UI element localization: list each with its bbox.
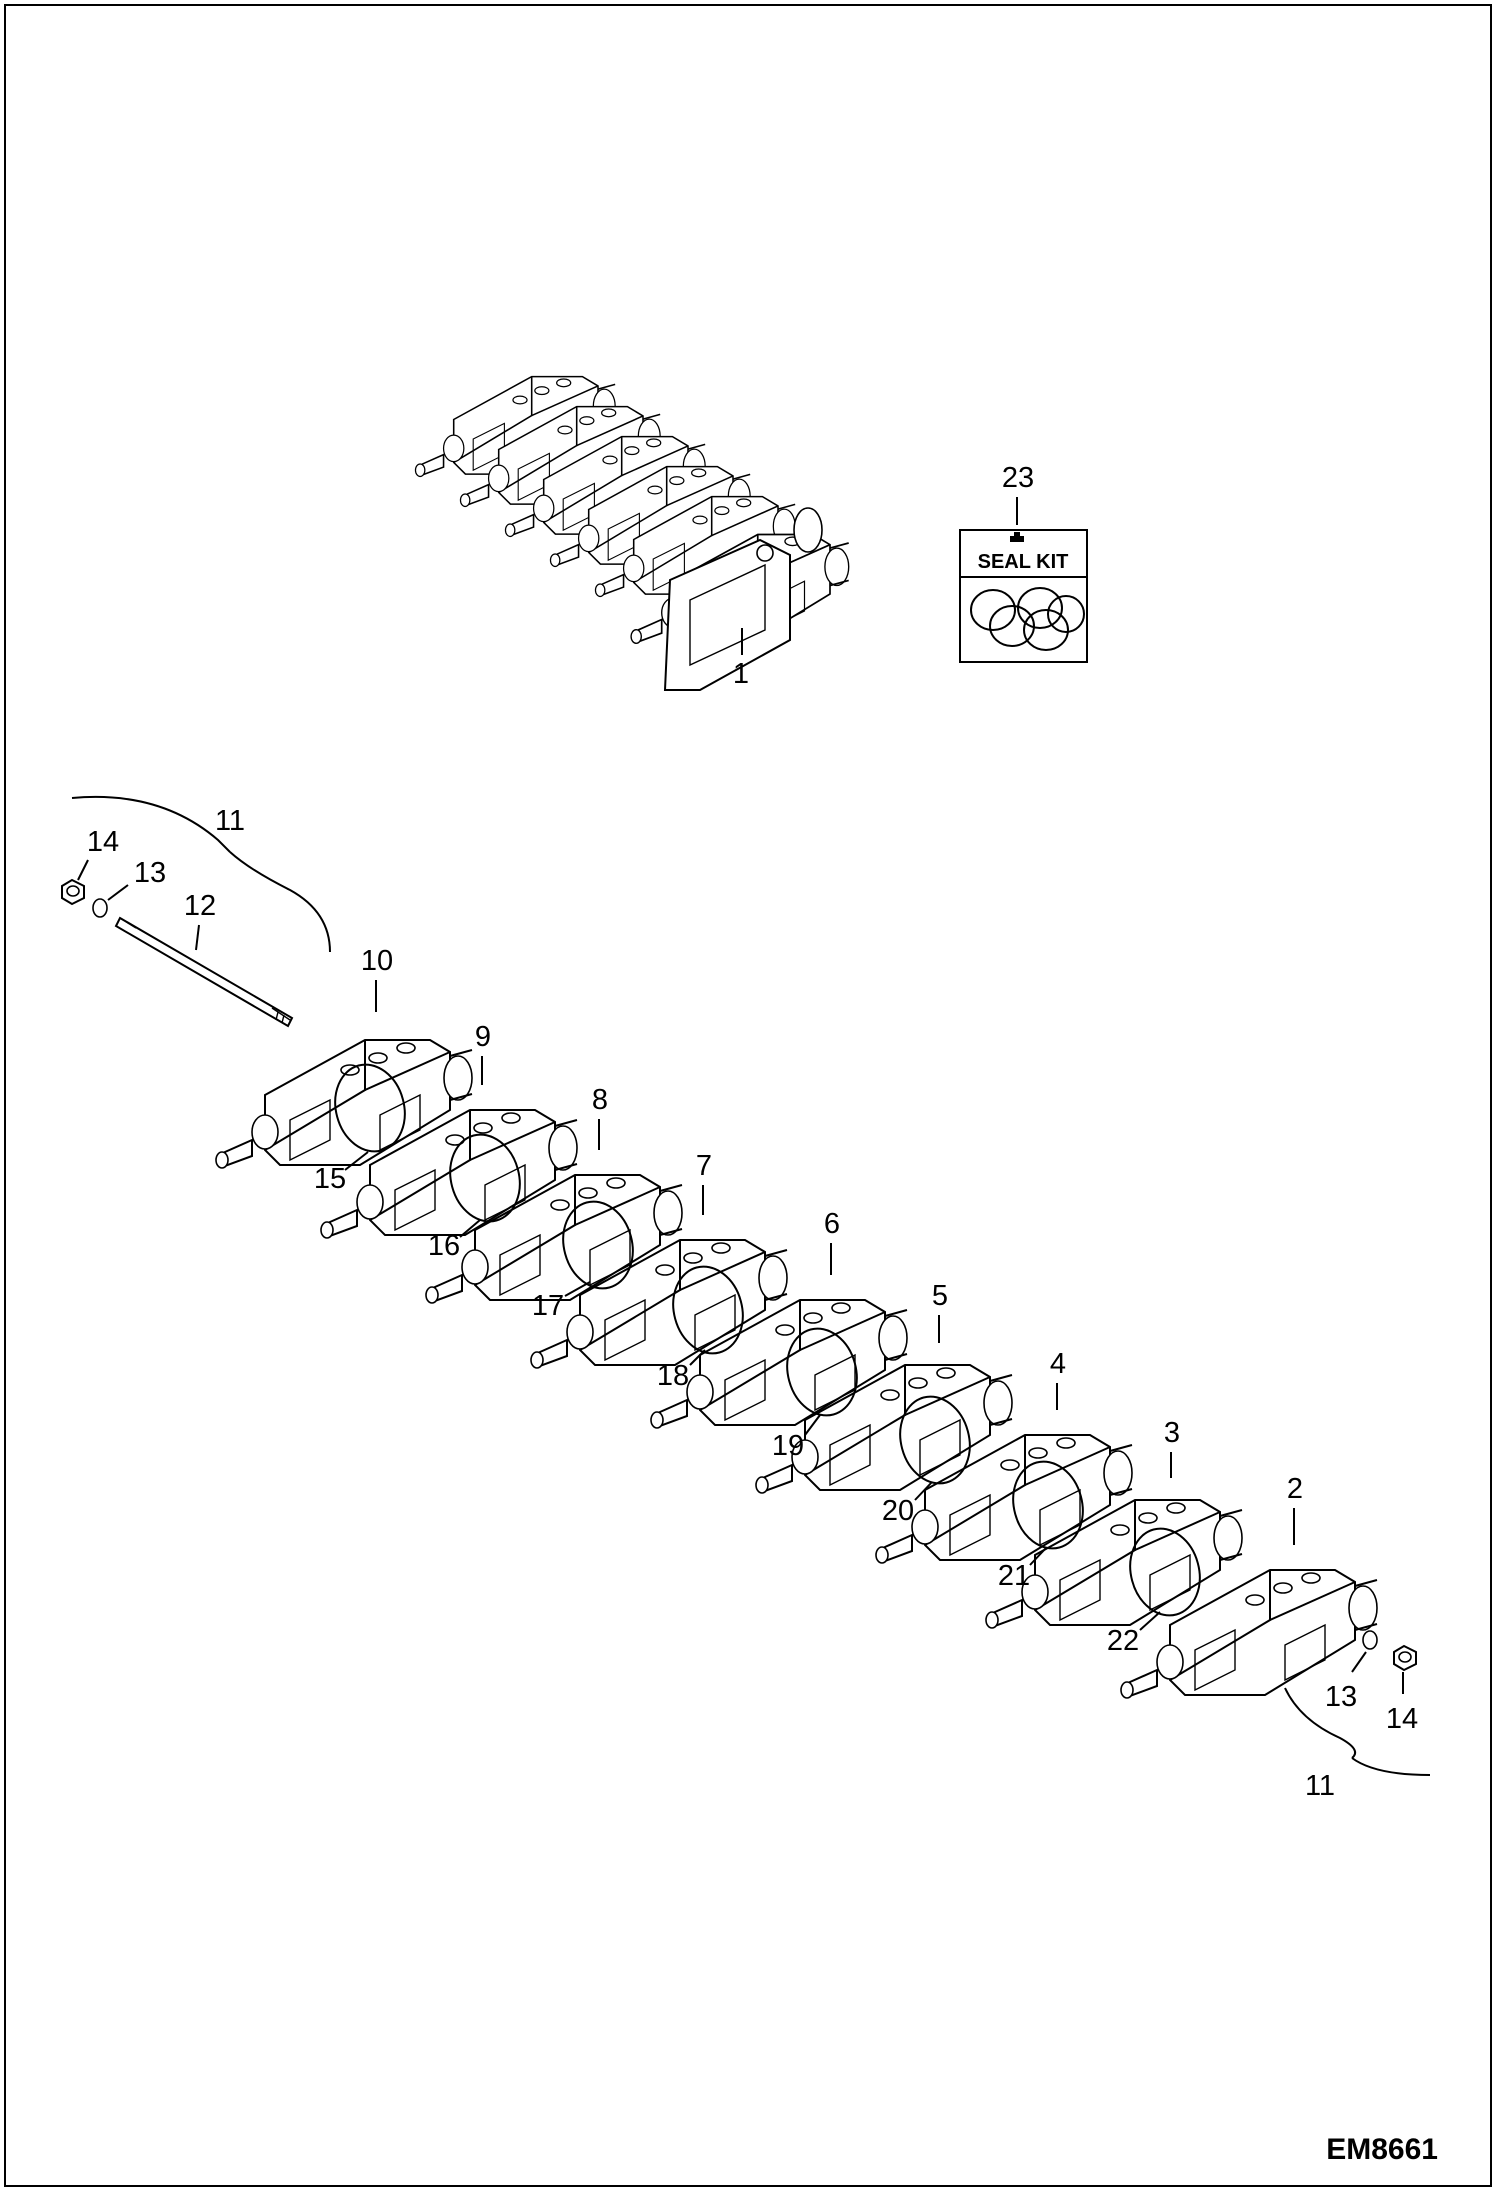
bracket-11-left-b bbox=[229, 851, 331, 953]
callout-4: 4 bbox=[1050, 1348, 1066, 1380]
callout-13-left: 13 bbox=[134, 857, 166, 889]
callout-11-right: 11 bbox=[1305, 1770, 1335, 1802]
washer-left bbox=[92, 898, 108, 918]
callout-10: 10 bbox=[361, 945, 393, 977]
bracket-11-right-b bbox=[1351, 1757, 1431, 1776]
callout-22: 22 bbox=[1107, 1625, 1139, 1657]
callout-5: 5 bbox=[932, 1280, 948, 1312]
bracket-11-right bbox=[1284, 1687, 1356, 1759]
assembled-valve-figure bbox=[414, 375, 850, 691]
callout-20: 20 bbox=[882, 1495, 914, 1527]
callout-11-left: 11 bbox=[215, 805, 245, 837]
leader-19 bbox=[804, 1414, 821, 1436]
callout-7: 7 bbox=[696, 1150, 712, 1182]
leader-18 bbox=[689, 1349, 706, 1366]
leader-16 bbox=[459, 1219, 481, 1238]
callout-19: 19 bbox=[772, 1430, 804, 1462]
callout-1: 1 bbox=[733, 658, 749, 690]
leader-21 bbox=[1029, 1547, 1047, 1566]
callout-18: 18 bbox=[657, 1360, 689, 1392]
nut-right bbox=[1393, 1644, 1417, 1672]
callout-15: 15 bbox=[314, 1163, 346, 1195]
callout-16: 16 bbox=[428, 1230, 460, 1262]
nut-left bbox=[61, 878, 85, 906]
callout-14-left: 14 bbox=[87, 826, 119, 858]
callout-23: 23 bbox=[1002, 462, 1034, 494]
bracket-11-left bbox=[71, 795, 231, 853]
leader-12 bbox=[195, 924, 200, 951]
tie-rod bbox=[114, 916, 294, 1028]
drawing-code: EM8661 bbox=[1326, 2133, 1438, 2166]
seal-kit-label: SEAL KIT bbox=[978, 551, 1069, 573]
callout-6: 6 bbox=[824, 1208, 840, 1240]
leader-13-right bbox=[1351, 1651, 1367, 1673]
leader-15 bbox=[344, 1151, 369, 1171]
callout-17: 17 bbox=[532, 1290, 564, 1322]
callout-3: 3 bbox=[1164, 1417, 1180, 1449]
leader-13-left bbox=[107, 884, 129, 901]
leader-22 bbox=[1139, 1611, 1161, 1631]
callout-14-right: 14 bbox=[1386, 1703, 1418, 1735]
callout-21: 21 bbox=[998, 1560, 1030, 1592]
callout-2: 2 bbox=[1287, 1473, 1303, 1505]
washer-right bbox=[1362, 1630, 1378, 1650]
callout-12: 12 bbox=[184, 890, 216, 922]
leader-20 bbox=[914, 1481, 933, 1501]
callout-8: 8 bbox=[592, 1084, 608, 1116]
leader-17 bbox=[564, 1281, 591, 1297]
callout-9: 9 bbox=[475, 1021, 491, 1053]
drawing-border bbox=[4, 4, 1492, 2187]
seal-kit-box bbox=[959, 529, 1088, 663]
callout-13-right: 13 bbox=[1325, 1681, 1357, 1713]
leader-14-left bbox=[77, 859, 89, 881]
